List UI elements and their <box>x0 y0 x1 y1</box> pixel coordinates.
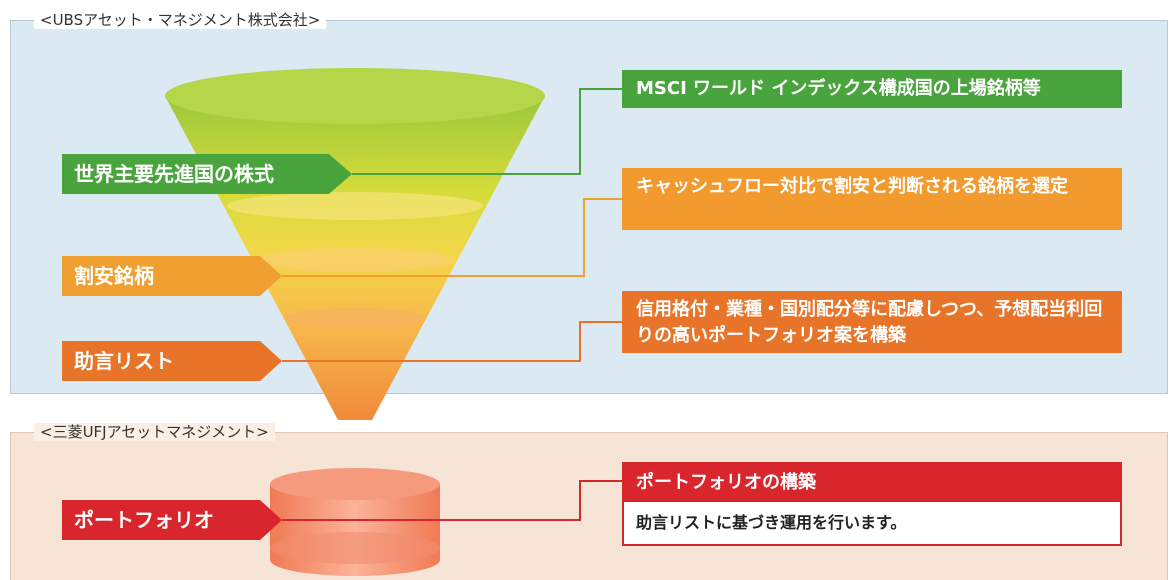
ubs-section-label: <UBSアセット・マネジメント株式会社> <box>34 11 327 29</box>
connector-portfolio <box>282 480 622 521</box>
undervalued-description: キャッシュフロー対比で割安と判断される銘柄を選定 <box>622 168 1122 230</box>
portfolio-description-title: ポートフォリオの構築 <box>624 464 1120 502</box>
portfolio-cylinder-top <box>270 468 440 500</box>
stage-shortlist-tag: 助言リスト <box>62 341 282 381</box>
funnel-layer-1 <box>227 192 483 220</box>
portfolio-cylinder-mid <box>270 532 440 564</box>
stage-portfolio-tag: ポートフォリオ <box>62 500 282 540</box>
equities-description: MSCI ワールド インデックス構成国の上場銘柄等 <box>622 70 1122 108</box>
shortlist-description: 信用格付・業種・国別配分等に配慮しつつ、予想配当利回りの高いポートフォリオ案を構… <box>622 291 1122 353</box>
funnel-top-rim <box>165 68 545 124</box>
connector-shortlist <box>282 321 622 362</box>
connector-equities <box>352 88 622 175</box>
portfolio-description-box: ポートフォリオの構築 助言リストに基づき運用を行います。 <box>622 462 1122 546</box>
mufg-section-label: <三菱UFJアセットマネジメント> <box>34 423 275 441</box>
connector-undervalued <box>282 198 622 277</box>
stage-undervalued-tag: 割安銘柄 <box>62 256 282 296</box>
funnel-layer-2 <box>257 248 453 272</box>
funnel-layer-3 <box>285 308 425 328</box>
stage-equities-tag: 世界主要先進国の株式 <box>62 154 352 194</box>
portfolio-description-body: 助言リストに基づき運用を行います。 <box>636 513 907 532</box>
